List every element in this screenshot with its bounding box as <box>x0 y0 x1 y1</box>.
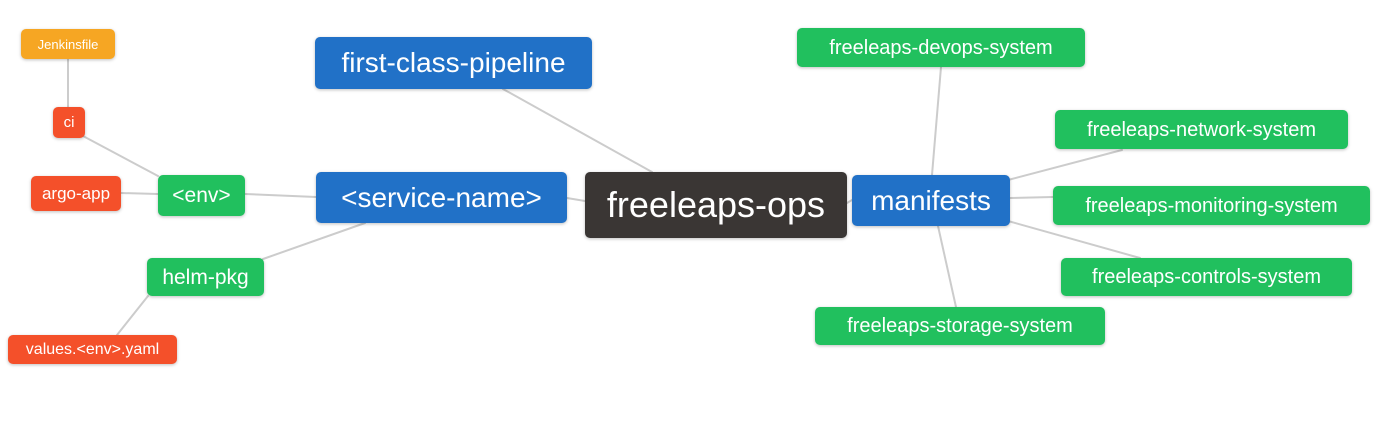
node-ci[interactable]: ci <box>53 107 85 138</box>
edge-manifests-to-freeleaps-storage-system <box>937 225 957 308</box>
edge-ci-to-env <box>82 135 159 177</box>
node-service-name[interactable]: <service-name> <box>316 172 567 223</box>
node-helm-pkg[interactable]: helm-pkg <box>147 258 264 296</box>
node-freeleaps-controls-system[interactable]: freeleaps-controls-system <box>1061 258 1352 296</box>
node-jenkinsfile[interactable]: Jenkinsfile <box>21 29 115 59</box>
edge-manifests-to-freeleaps-devops-system <box>931 66 942 176</box>
node-first-class-pipeline[interactable]: first-class-pipeline <box>315 37 592 89</box>
edge-service-name-to-freeleaps-ops <box>566 197 586 202</box>
edge-manifests-to-freeleaps-monitoring-system <box>1009 196 1054 199</box>
node-argo-app[interactable]: argo-app <box>31 176 121 211</box>
node-env[interactable]: <env> <box>158 175 245 216</box>
node-manifests[interactable]: manifests <box>852 175 1010 226</box>
node-freeleaps-network-system[interactable]: freeleaps-network-system <box>1055 110 1348 149</box>
node-freeleaps-devops-system[interactable]: freeleaps-devops-system <box>797 28 1085 67</box>
edge-manifests-to-freeleaps-controls-system <box>1007 220 1141 259</box>
edge-argo-app-to-env <box>120 192 159 195</box>
edge-service-name-to-helm-pkg <box>262 222 366 260</box>
node-freeleaps-ops[interactable]: freeleaps-ops <box>585 172 847 238</box>
node-freeleaps-monitoring-system[interactable]: freeleaps-monitoring-system <box>1053 186 1370 225</box>
edge-env-to-service-name <box>244 193 317 198</box>
node-values-env-yaml[interactable]: values.<env>.yaml <box>8 335 177 364</box>
edge-manifests-to-freeleaps-network-system <box>1007 149 1123 181</box>
node-freeleaps-storage-system[interactable]: freeleaps-storage-system <box>815 307 1105 345</box>
edge-first-class-pipeline-to-freeleaps-ops <box>502 88 653 173</box>
edge-helm-pkg-to-values-env-yaml <box>116 295 149 336</box>
